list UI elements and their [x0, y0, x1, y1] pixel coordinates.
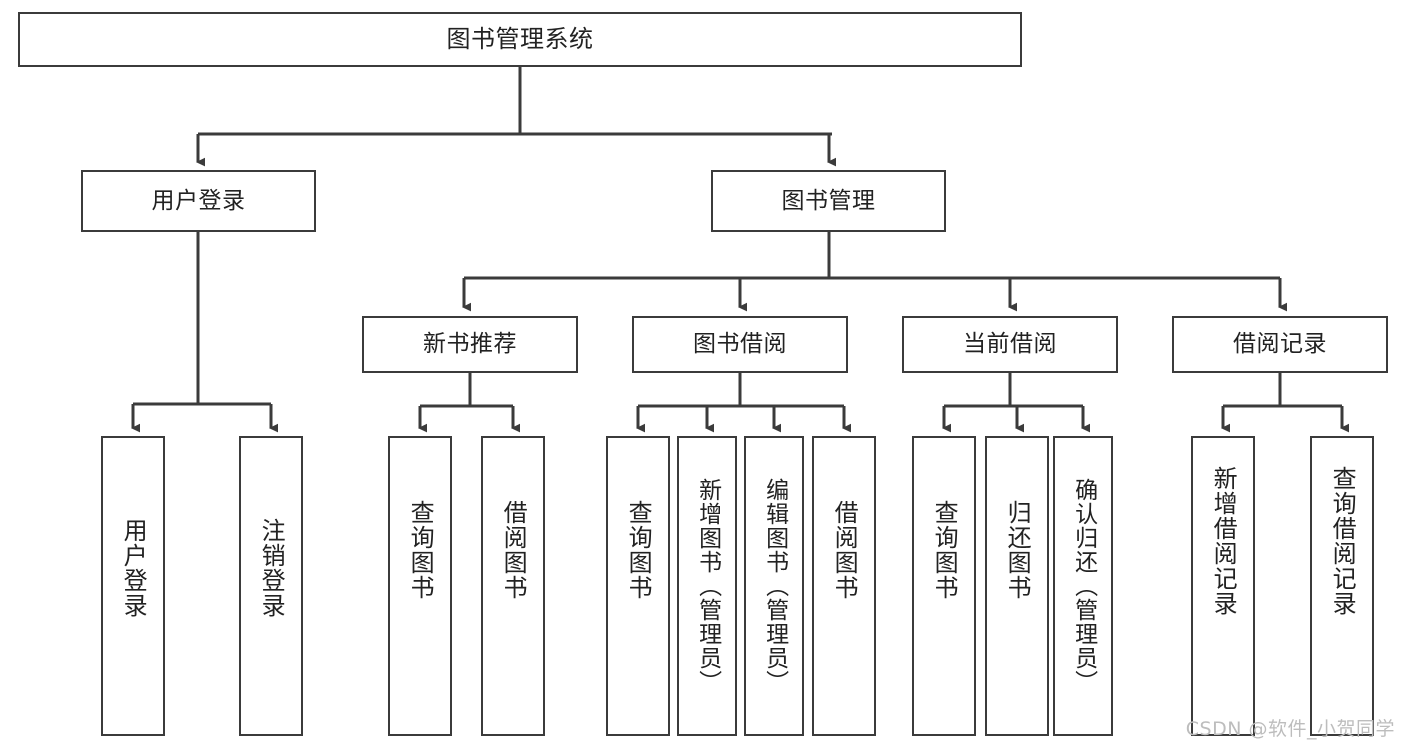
node-label: 新增借阅记录 [1209, 466, 1238, 616]
node-label: 当前借阅 [963, 331, 1057, 358]
node-leaf-borrow-take[interactable]: 借阅图书 [812, 436, 876, 736]
node-user-login[interactable]: 用户登录 [81, 170, 316, 232]
node-label: 归还图书 [1003, 500, 1032, 600]
node-label: 编辑图书（管理员） [761, 478, 788, 694]
node-leaf-borrow-edit[interactable]: 编辑图书（管理员） [744, 436, 804, 736]
node-label: 借阅记录 [1233, 331, 1327, 358]
node-leaf-borrow-add[interactable]: 新增图书（管理员） [677, 436, 737, 736]
node-book-manage[interactable]: 图书管理 [711, 170, 946, 232]
node-label: 查询图书 [624, 500, 653, 600]
node-borrow-record[interactable]: 借阅记录 [1172, 316, 1388, 373]
node-label: 注销登录 [257, 518, 286, 618]
node-leaf-rec-borrow[interactable]: 借阅图书 [481, 436, 545, 736]
node-label: 查询借阅记录 [1328, 466, 1357, 616]
csdn-watermark: CSDN @软件_小贺同学 [1185, 718, 1395, 740]
node-label: 新增图书（管理员） [694, 478, 721, 694]
node-leaf-cur-confirm[interactable]: 确认归还（管理员） [1053, 436, 1113, 736]
node-leaf-user-login[interactable]: 用户登录 [101, 436, 165, 736]
node-root-system[interactable]: 图书管理系统 [18, 12, 1022, 67]
node-label: 查询图书 [930, 500, 959, 600]
node-leaf-rec-query2[interactable]: 查询借阅记录 [1310, 436, 1374, 736]
node-label: 图书管理 [781, 187, 876, 214]
node-leaf-cur-return[interactable]: 归还图书 [985, 436, 1049, 736]
node-label: 借阅图书 [499, 500, 528, 600]
node-label: 确认归还（管理员） [1070, 478, 1097, 694]
node-label: 新书推荐 [423, 331, 517, 358]
node-leaf-borrow-query[interactable]: 查询图书 [606, 436, 670, 736]
node-leaf-user-logout[interactable]: 注销登录 [239, 436, 303, 736]
node-label: 图书管理系统 [446, 24, 594, 53]
node-leaf-rec-add[interactable]: 新增借阅记录 [1191, 436, 1255, 736]
node-label: 图书借阅 [693, 331, 787, 358]
node-label: 用户登录 [119, 518, 148, 618]
node-current-borrow[interactable]: 当前借阅 [902, 316, 1118, 373]
node-leaf-cur-query[interactable]: 查询图书 [912, 436, 976, 736]
node-book-borrow[interactable]: 图书借阅 [632, 316, 848, 373]
node-label: 查询图书 [406, 500, 435, 600]
node-new-book-rec[interactable]: 新书推荐 [362, 316, 578, 373]
node-label: 用户登录 [151, 187, 246, 214]
node-leaf-rec-query[interactable]: 查询图书 [388, 436, 452, 736]
node-label: 借阅图书 [830, 500, 859, 600]
